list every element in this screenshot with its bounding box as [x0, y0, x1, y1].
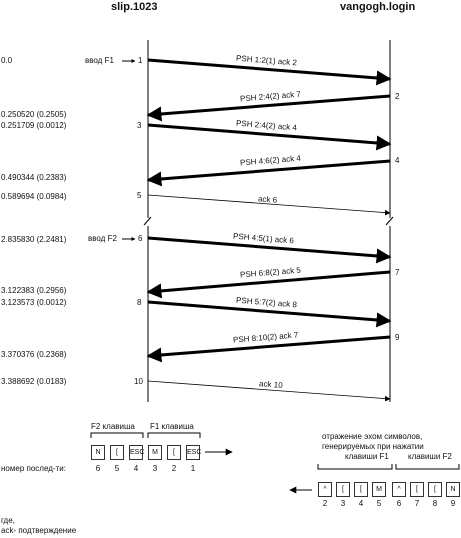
- echo-num-7: 7: [414, 499, 420, 508]
- echo-cell-7: [: [410, 482, 424, 497]
- send-cell-4: ESC: [129, 445, 144, 460]
- echo-caption-line2: генерируемых при нажатии: [322, 442, 424, 451]
- point-6: 6: [138, 234, 143, 243]
- point-8: 8: [137, 298, 142, 307]
- bracket-f1: [147, 432, 201, 438]
- send-num-2: 2: [171, 464, 177, 473]
- echo-cell-2: ^: [318, 482, 332, 497]
- timestamp-10: 3.388692 (0.0183): [1, 377, 67, 386]
- echo-num-8: 8: [432, 499, 438, 508]
- send-num-5: 5: [114, 464, 120, 473]
- timestamp-4: 0.490344 (0.2383): [1, 173, 67, 182]
- echo-num-4: 4: [358, 499, 364, 508]
- point-10: 10: [134, 377, 143, 386]
- break-mark-left: [143, 216, 152, 226]
- bracket-f2: [90, 432, 144, 438]
- echo-cell-5: M: [372, 482, 386, 497]
- echo-group-f2-label: клавиши F2: [408, 452, 452, 461]
- timestamp-1: 0.0: [1, 56, 13, 65]
- send-num-6: 6: [95, 464, 101, 473]
- send-group-f2-label: F2 клавиша: [91, 422, 135, 431]
- send-num-3: 3: [152, 464, 158, 473]
- segment-arrow-9: [146, 335, 391, 363]
- segment-arrow-2: [146, 94, 391, 122]
- echo-cell-8: [: [428, 482, 442, 497]
- host-right: vangogh.login: [340, 1, 416, 13]
- echo-caption-line1: отражение эхом символов,: [322, 432, 423, 441]
- legend-where: где,: [1, 516, 15, 525]
- point-7: 7: [395, 268, 400, 277]
- send-num-1: 1: [190, 464, 196, 473]
- segment-label-10: ack 10: [258, 379, 283, 390]
- echo-num-9: 9: [450, 499, 456, 508]
- segment-arrow-3: [147, 123, 392, 151]
- segment-arrow-8: [147, 300, 392, 328]
- event-f1: ввод F1: [85, 56, 114, 65]
- bracket-echo-f1: [317, 464, 393, 470]
- host-left: slip.1023: [111, 1, 158, 13]
- echo-cell-3: [: [336, 482, 350, 497]
- timestamp-5: 0.589694 (0.0984): [1, 192, 67, 201]
- send-cell-5: [: [110, 445, 124, 460]
- timestamp-3: 0.251709 (0.0012): [1, 121, 67, 130]
- echo-cell-6: ^: [392, 482, 406, 497]
- legend-ack: ack- подтверждение: [1, 526, 77, 535]
- point-4: 4: [395, 156, 400, 165]
- segment-arrow-5: [147, 194, 391, 216]
- point-5: 5: [137, 191, 142, 200]
- echo-group-f1-label: клавиши F1: [345, 452, 389, 461]
- echo-cell-9: N: [446, 482, 460, 497]
- point-2: 2: [395, 92, 400, 101]
- timestamp-8: 3.123573 (0.0012): [1, 298, 67, 307]
- echo-num-5: 5: [376, 499, 382, 508]
- send-num-4: 4: [133, 464, 139, 473]
- point-9: 9: [395, 333, 400, 342]
- event-f2: ввод F2: [88, 234, 117, 243]
- segment-arrow-4: [146, 159, 391, 187]
- point-3: 3: [137, 121, 142, 130]
- segment-arrow-10: [147, 380, 391, 402]
- echo-num-2: 2: [322, 499, 328, 508]
- send-cell-3: M: [148, 445, 162, 460]
- sequence-row-label: номер послед-ти:: [1, 464, 66, 473]
- timestamp-9: 3.370376 (0.2368): [1, 350, 67, 359]
- segment-arrow-7: [146, 270, 391, 299]
- send-group-f1-label: F1 клавиша: [150, 422, 194, 431]
- segment-arrow-1: [147, 58, 392, 86]
- timestamp-2: 0.250520 (0.2505): [1, 110, 67, 119]
- point-1: 1: [138, 56, 143, 65]
- segment-arrow-6: [147, 236, 392, 264]
- bracket-echo-f2: [395, 464, 460, 470]
- break-mark-right: [385, 216, 394, 226]
- timestamp-7: 3.122383 (0.2956): [1, 286, 67, 295]
- send-cell-2: [: [167, 445, 181, 460]
- send-cell-6: N: [91, 445, 105, 460]
- echo-cell-4: [: [354, 482, 368, 497]
- segment-label-5: ack 6: [257, 194, 278, 205]
- timestamp-6: 2.835830 (2.2481): [1, 235, 67, 244]
- echo-num-6: 6: [396, 499, 402, 508]
- send-cell-1: ESC: [186, 445, 201, 460]
- echo-num-3: 3: [340, 499, 346, 508]
